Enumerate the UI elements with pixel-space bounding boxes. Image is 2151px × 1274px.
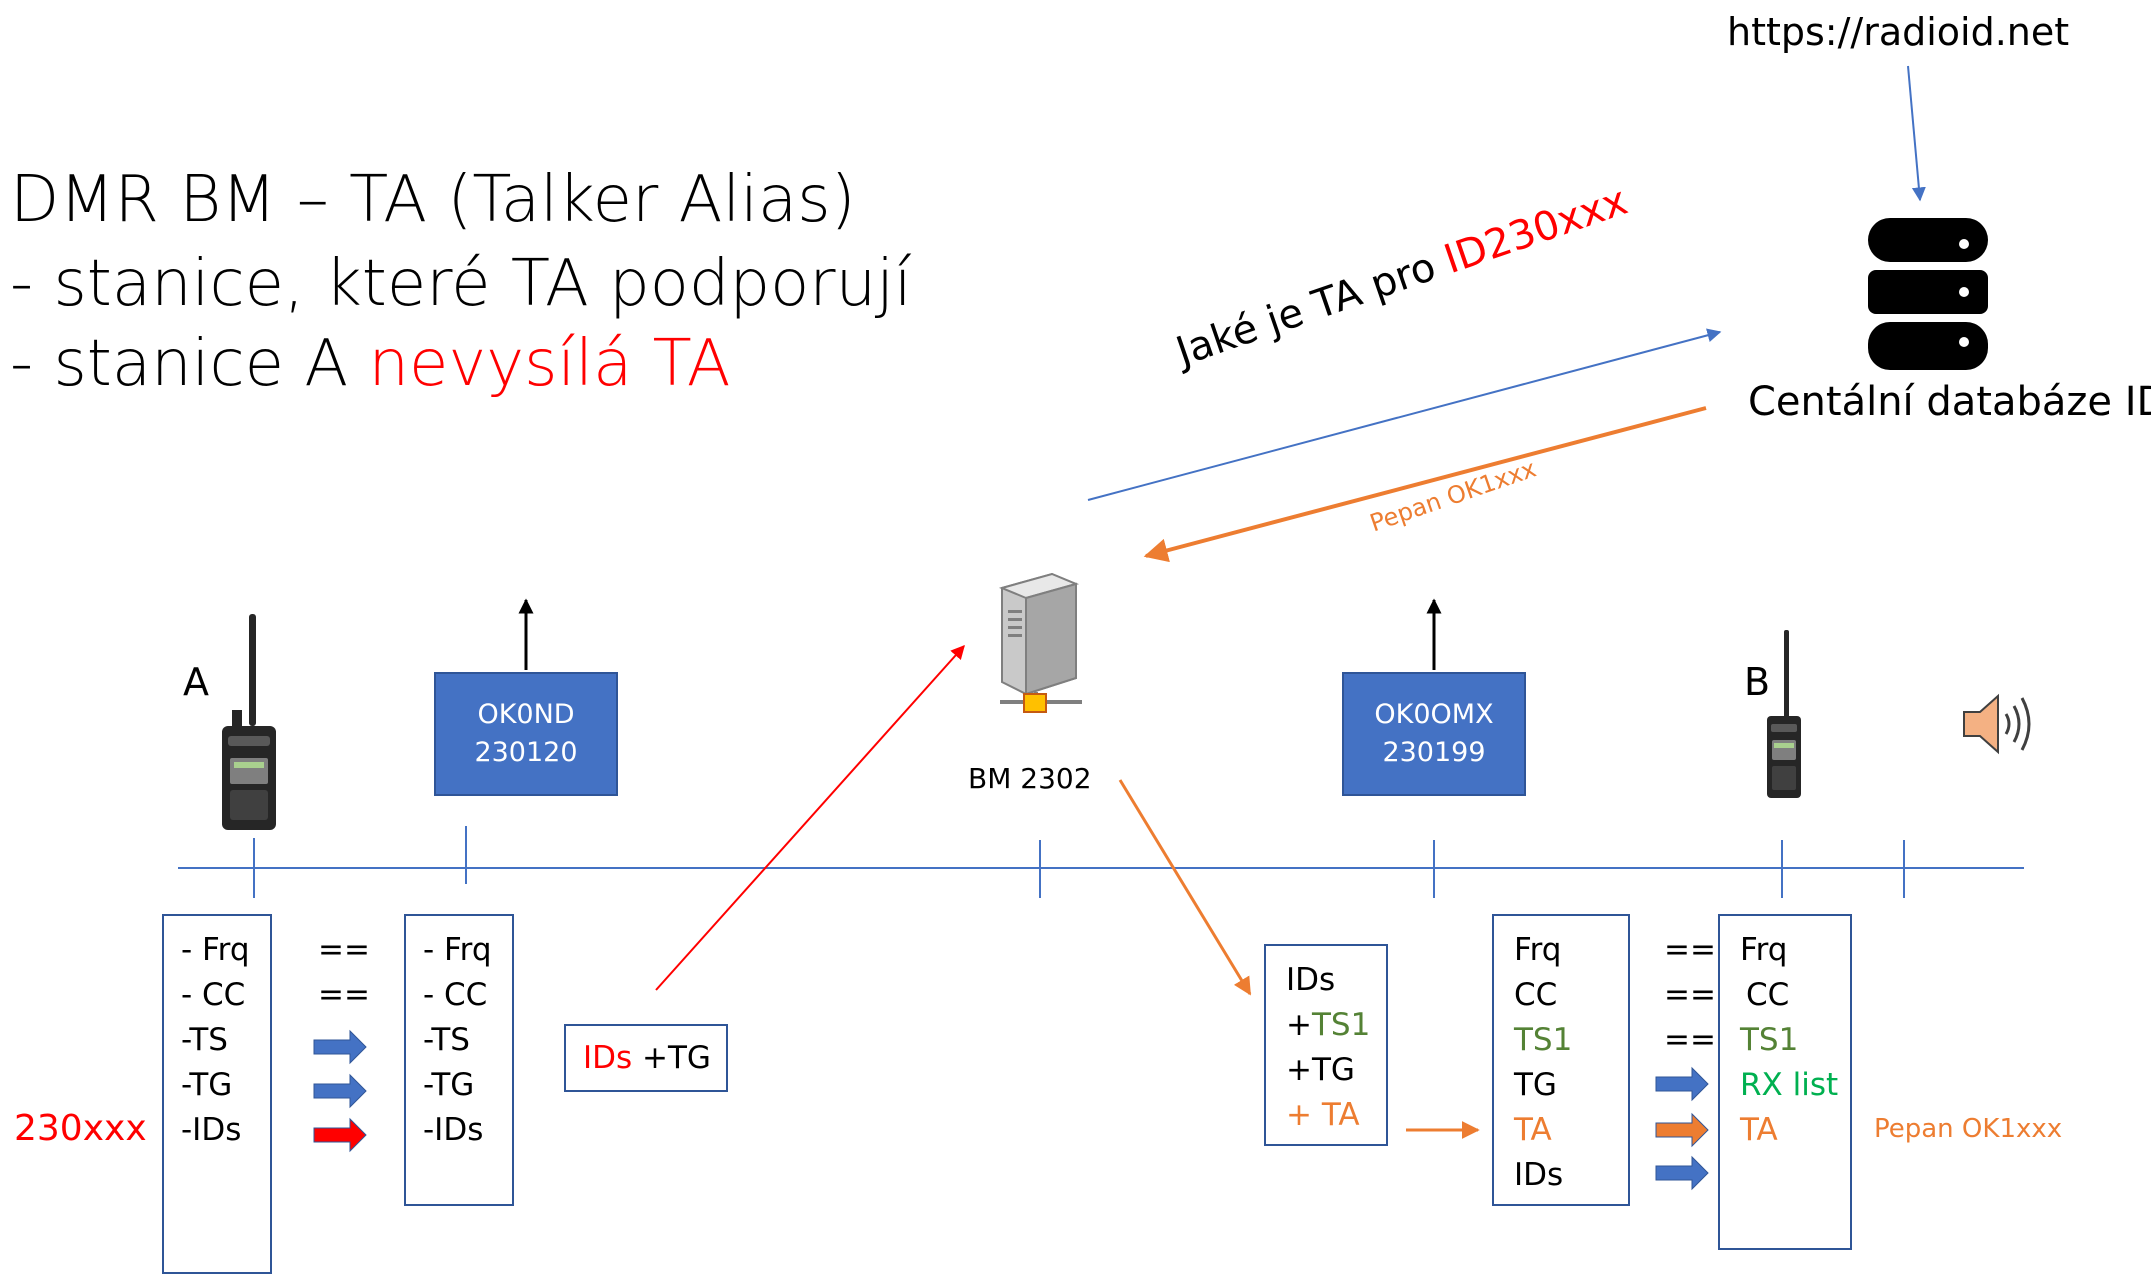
title-line-1: DMR BM – TA (Talker Alias) <box>10 163 856 237</box>
packet-ta: + TA <box>1286 1097 1360 1133</box>
block-arrow-blue <box>313 1029 367 1065</box>
block-arrow-orange <box>1655 1112 1709 1148</box>
url-arrow <box>1907 65 1926 202</box>
packet-ts-value: TS1 <box>1311 1007 1371 1043</box>
packet-tg: +TG <box>1286 1052 1355 1088</box>
server-packet-box: IDs +TS1 +TG + TA <box>1264 944 1388 1146</box>
param-row: - CC <box>423 977 488 1013</box>
url-label: https://radioid.net <box>1727 10 2070 54</box>
repeater-name: OK0ND <box>477 699 575 730</box>
station-a-params-box: - Frq - CC -TS -TG -IDs <box>162 914 272 1274</box>
compare-equal: == <box>1664 977 1716 1013</box>
packet-ts: +TS1 <box>1286 1005 1370 1045</box>
uplink-arrow <box>655 644 965 991</box>
param-row: TS1 <box>1514 1022 1573 1058</box>
packet-ids: IDs <box>1286 962 1336 998</box>
param-row: -TG <box>181 1067 233 1103</box>
param-row: CC <box>1746 977 1790 1013</box>
repeater-ok0omx: OK0OMX 230199 <box>1342 672 1526 796</box>
param-row: TG <box>1514 1067 1557 1103</box>
param-row: -IDs <box>423 1112 484 1148</box>
compare-equal: == <box>1664 1022 1716 1058</box>
compare-equal: == <box>318 932 370 968</box>
param-row: TS1 <box>1740 1022 1799 1058</box>
param-row: - CC <box>181 977 246 1013</box>
packet-ts-prefix: + <box>1286 1007 1312 1043</box>
station-a-label: A <box>183 660 209 704</box>
title-line-3: - stanice A nevysílá TA <box>10 322 731 406</box>
downlink-arrow <box>1118 779 1252 996</box>
compare-equal: == <box>318 977 370 1013</box>
param-row: -IDs <box>181 1112 242 1148</box>
database-label: Centální databáze ID <box>1748 379 2151 425</box>
param-row: -TG <box>423 1067 475 1103</box>
answer-arrow <box>1143 406 1707 563</box>
title-line-3-prefix: - stanice A <box>10 327 369 401</box>
station-b-label: B <box>1744 660 1771 704</box>
query-arrow <box>1087 328 1722 501</box>
compare-equal: == <box>1664 932 1716 968</box>
repeater-id: 230199 <box>1382 737 1486 768</box>
block-arrow-red <box>313 1117 367 1153</box>
server-label: BM 2302 <box>968 762 1092 795</box>
server-icon <box>998 572 1082 713</box>
station-b-params-box: Frq CC TS1 RX list TA <box>1718 914 1852 1250</box>
block-arrow-blue <box>1655 1155 1709 1191</box>
param-row: RX list <box>1740 1067 1839 1103</box>
station-a-id: 230xxx <box>14 1108 147 1149</box>
param-row: -TS <box>423 1022 470 1058</box>
param-row: -TS <box>181 1022 228 1058</box>
param-row: TA <box>1514 1112 1552 1148</box>
speaker-icon <box>1963 693 2031 755</box>
block-arrow-blue <box>1655 1066 1709 1102</box>
database-icon <box>1868 218 1988 370</box>
packet-tg: +TG <box>632 1040 711 1076</box>
repeater-a-params-box: - Frq - CC -TS -TG -IDs <box>404 914 514 1206</box>
packet-content: IDs +TG <box>583 1038 711 1078</box>
param-row: - Frq <box>181 932 250 968</box>
param-row: TA <box>1740 1112 1778 1148</box>
param-row: Frq <box>1514 932 1562 968</box>
param-row: - Frq <box>423 932 492 968</box>
block-arrow-blue <box>313 1073 367 1109</box>
param-row: CC <box>1514 977 1558 1013</box>
title-line-3-highlight: nevysílá TA <box>368 327 731 401</box>
repeater-ok0nd: OK0ND 230120 <box>434 672 618 796</box>
packet-ids: IDs <box>583 1040 633 1076</box>
repeater-id: 230120 <box>474 737 578 768</box>
title-line-2: - stanice, které TA podporují <box>10 247 912 321</box>
param-row: Frq <box>1740 932 1788 968</box>
radio-icon <box>222 614 276 830</box>
station-b-output: Pepan OK1xxx <box>1874 1114 2063 1144</box>
repeater-name: OK0OMX <box>1374 699 1494 730</box>
param-row: IDs <box>1514 1157 1564 1193</box>
radio-icon <box>1767 630 1801 798</box>
repeater-b-params-box: Frq CC TS1 TG TA IDs <box>1492 914 1630 1206</box>
uplink-packet-box: IDs +TG <box>564 1024 728 1092</box>
